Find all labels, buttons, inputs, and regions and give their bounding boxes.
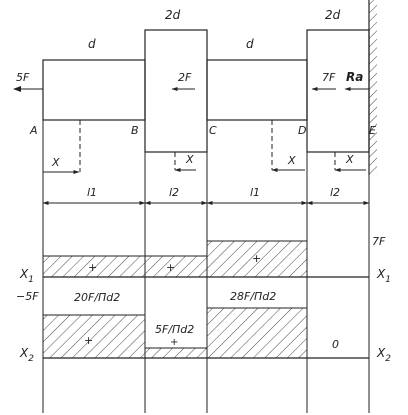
stress-block-3 xyxy=(206,307,308,359)
dim-label-d-2: d xyxy=(246,37,254,51)
plus-sign-2: + xyxy=(166,261,175,274)
n-block-2 xyxy=(144,255,208,278)
section-c: C xyxy=(209,124,217,137)
n-value-7f: 7F xyxy=(372,235,386,248)
axis-x2-left-label: X2 xyxy=(19,346,34,364)
stress-label-28f: 28F/Пd2 xyxy=(230,290,276,303)
length-l1-1: l1 xyxy=(87,186,97,199)
axis-x1-right-label: X1 xyxy=(376,267,391,285)
coord-x-2: X xyxy=(185,153,194,166)
axis-x2-right-label: X2 xyxy=(376,346,391,364)
stress-label-5f: 5F/Пd2 xyxy=(155,323,194,336)
section-b: B xyxy=(131,124,139,137)
section-cut-2: X xyxy=(174,152,196,172)
length-l2-1: l2 xyxy=(169,186,179,199)
section-cut-3: X xyxy=(271,120,305,172)
plus-sign-4: + xyxy=(84,334,93,347)
plus-sign-1: + xyxy=(88,261,97,274)
stress-label-20f: 20F/Пd2 xyxy=(74,291,120,304)
section-d: D xyxy=(298,124,306,137)
section-e: E xyxy=(369,124,376,137)
plus-sign-3: + xyxy=(252,252,261,265)
axis-x1-left-label: X1 xyxy=(19,267,34,285)
length-l1-2: l1 xyxy=(250,186,260,199)
dim-label-d-1: d xyxy=(88,37,96,51)
force-label-2f: 2F xyxy=(178,71,192,84)
reaction-label: Ra xyxy=(346,70,363,84)
section-cut-1: X xyxy=(43,120,81,174)
n-value-minus-5f: −5F xyxy=(16,290,39,303)
coord-x-4: X xyxy=(345,153,354,166)
dim-label-2d-2: 2d xyxy=(325,8,341,22)
stress-block-2 xyxy=(144,347,208,359)
coord-x-1: X xyxy=(51,156,60,169)
coord-x-3: X xyxy=(287,154,296,167)
stress-label-zero: 0 xyxy=(332,338,339,351)
length-l2-2: l2 xyxy=(330,186,340,199)
stepped-bar xyxy=(42,29,370,153)
section-a: A xyxy=(29,124,38,137)
stress-diagram: + + xyxy=(42,307,369,359)
n-block-3 xyxy=(206,240,308,278)
section-cut-4: X xyxy=(334,152,366,172)
dim-label-2d-1: 2d xyxy=(165,8,181,22)
stress-block-1 xyxy=(42,314,146,359)
normal-force-diagram: + + + xyxy=(42,240,369,278)
force-label-5f: 5F xyxy=(16,71,30,84)
fixed-wall xyxy=(368,0,377,175)
force-label-7f: 7F xyxy=(322,71,336,84)
plus-sign-5: + xyxy=(170,337,178,348)
extension-lines xyxy=(42,120,370,413)
